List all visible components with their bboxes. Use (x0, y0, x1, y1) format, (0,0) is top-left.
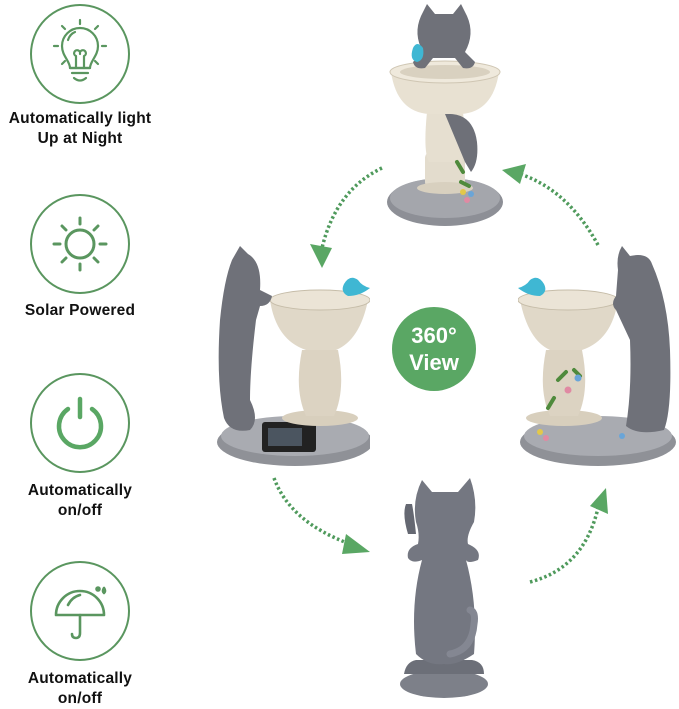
feature-label-line: Automatically (27, 670, 133, 687)
feature-ring (30, 194, 130, 294)
power-icon (56, 396, 104, 450)
product-top-view (383, 2, 505, 228)
sun-icon (52, 216, 108, 272)
feature-label: Automatically light Up at Night (0, 109, 160, 149)
product-back-view (396, 474, 492, 704)
umbrella-rain-icon (54, 586, 107, 640)
feature-ring (30, 4, 130, 104)
feature-label-line: Automatically light (8, 110, 152, 127)
rotate-arrow-right-to-top (498, 160, 608, 255)
feature-ring (30, 561, 130, 661)
feature-label-line: Automatically (27, 482, 133, 499)
badge-line: View (409, 350, 459, 375)
badge-line: 360° (411, 323, 457, 348)
feature-label: Automatically on/off (0, 669, 160, 709)
feature-label-line: on/off (57, 502, 103, 519)
rotate-arrow-left-to-back (270, 472, 375, 557)
feature-ring (30, 373, 130, 473)
feature-label-line: Solar Powered (24, 302, 136, 319)
feature-label: Automatically on/off (0, 481, 160, 521)
feature-label-line: on/off (57, 690, 103, 707)
rotate-arrow-back-to-right (528, 488, 613, 588)
view-360-badge: 360° View (392, 307, 476, 391)
product-right-side-view (517, 240, 678, 468)
light-bulb-icon (52, 18, 108, 82)
feature-label: Solar Powered (0, 301, 160, 321)
product-left-side-view (210, 240, 373, 468)
rotate-arrow-top-to-left (300, 160, 390, 270)
feature-label-line: Up at Night (37, 130, 123, 147)
